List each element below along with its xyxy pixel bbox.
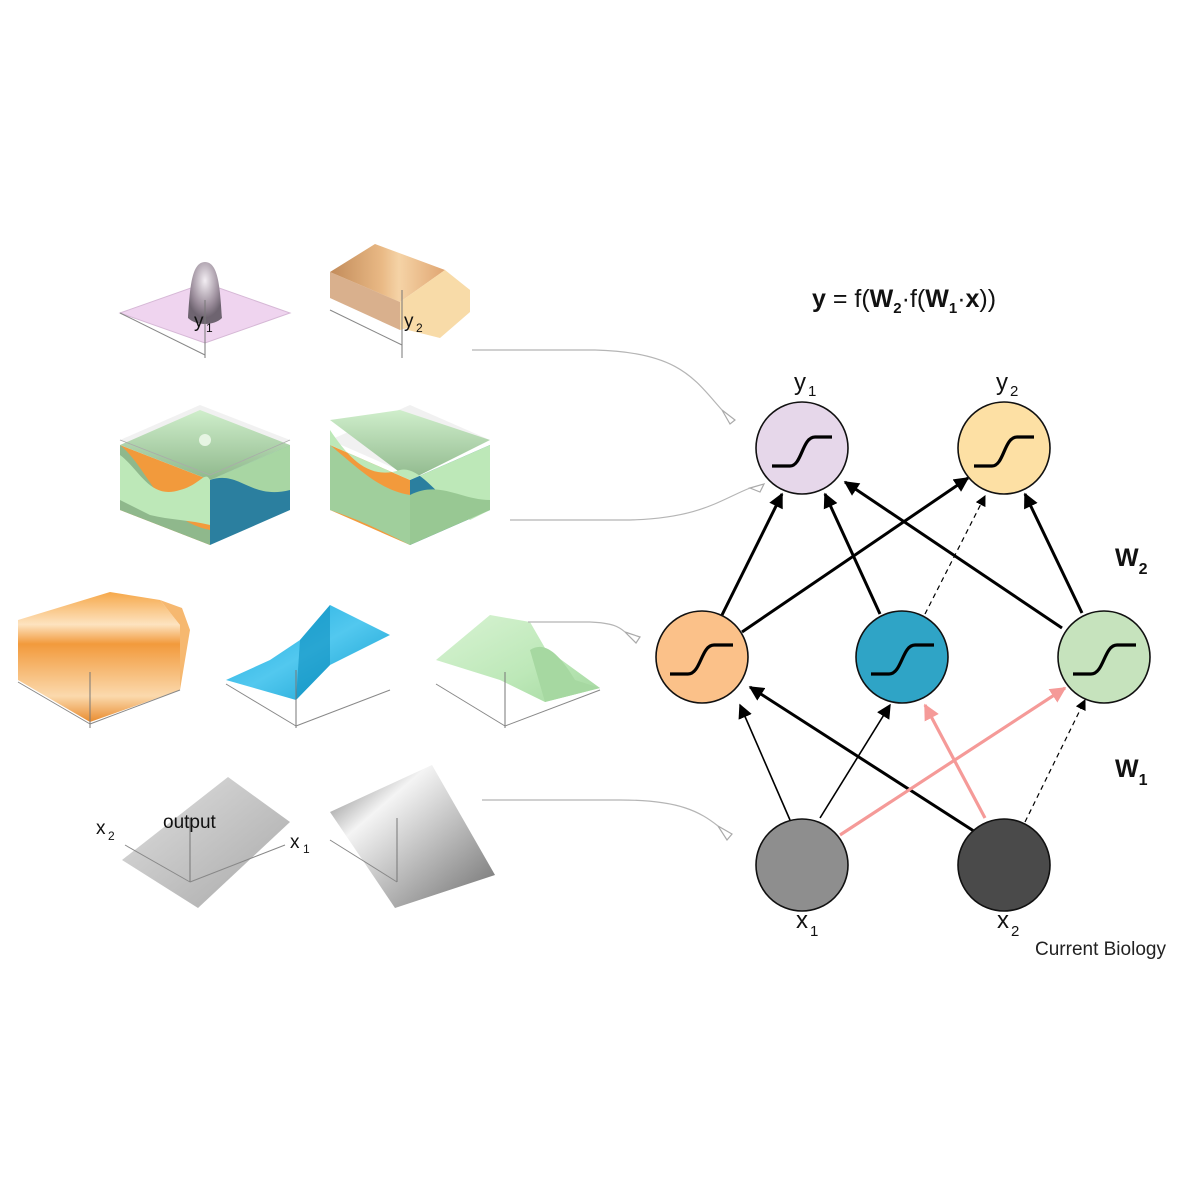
plot-y1-sub: 1 bbox=[206, 321, 213, 335]
plot-input-x2-sub: 2 bbox=[108, 829, 115, 843]
node-y1 bbox=[755, 401, 849, 495]
plot-y2-surface: y 2 bbox=[329, 244, 470, 358]
node-x2 bbox=[957, 818, 1051, 912]
edge-orange-y1 bbox=[720, 492, 784, 616]
plot-y1-label: y bbox=[194, 311, 204, 332]
node-hidden-blue bbox=[855, 610, 949, 704]
eq-equals: = f( bbox=[826, 285, 870, 313]
sigmoid-icon bbox=[772, 435, 832, 468]
plot-hidden-orange-surface bbox=[17, 592, 190, 728]
eq-w2: W bbox=[870, 285, 894, 313]
edge-x2-green bbox=[1024, 699, 1086, 823]
node-hidden-green bbox=[1057, 610, 1151, 704]
journal-credit: Current Biology bbox=[1035, 939, 1166, 960]
eq-mid: ·f( bbox=[902, 285, 926, 313]
eq-close: )) bbox=[979, 285, 996, 313]
plot-y1-surface: y 1 bbox=[118, 262, 292, 358]
plot-layer2-cube-2 bbox=[330, 405, 490, 545]
sigmoid-icon bbox=[670, 643, 733, 676]
edge-green-y1 bbox=[843, 480, 1063, 630]
plot-connectors bbox=[472, 349, 766, 842]
edge-green-y2 bbox=[1023, 492, 1084, 614]
sigmoid-icon bbox=[1073, 643, 1136, 676]
edge-blue-y1 bbox=[823, 492, 882, 615]
eq-w1: W bbox=[925, 285, 949, 313]
edge-x1-orange bbox=[738, 703, 791, 821]
edge-x2-orange bbox=[748, 685, 981, 837]
plot-input-x1-sub: 1 bbox=[303, 842, 310, 856]
eq-w1-sub: 1 bbox=[949, 300, 957, 317]
eq-w2-sub: 2 bbox=[893, 300, 901, 317]
node-x1 bbox=[755, 818, 849, 912]
node-y2 bbox=[957, 401, 1051, 495]
edge-x1-blue bbox=[819, 703, 891, 819]
node-hidden-orange bbox=[655, 610, 749, 704]
plot-y2-label: y bbox=[404, 311, 414, 332]
plot-input-output-label: output bbox=[163, 812, 217, 833]
plot-layer2-cube-1 bbox=[119, 405, 291, 545]
plot-hidden-blue-surface bbox=[225, 605, 391, 728]
edge-orange-y2 bbox=[741, 476, 970, 634]
sigmoid-icon bbox=[871, 643, 934, 676]
plot-input-x1-label: x bbox=[290, 832, 300, 853]
eq-x: x bbox=[966, 285, 980, 313]
edges-w2 bbox=[720, 476, 1084, 634]
sigmoid-icon bbox=[974, 435, 1034, 468]
edges-w1 bbox=[738, 685, 1086, 837]
eq-y: y bbox=[812, 285, 826, 313]
plot-input-x2-label: x bbox=[96, 818, 106, 839]
weight-w1-label: W1 bbox=[1115, 755, 1148, 789]
equation: y = f(W2·f(W1·x)) bbox=[812, 285, 996, 317]
weight-w2-label: W2 bbox=[1115, 544, 1148, 578]
plot-y2-sub: 2 bbox=[416, 321, 423, 335]
plot-input-x1-plane: x 2 output x 1 bbox=[96, 777, 310, 908]
edge-x2-blue bbox=[923, 703, 987, 819]
eq-dot: · bbox=[957, 285, 965, 313]
plot-hidden-green-surface bbox=[435, 615, 601, 728]
edge-x1-green bbox=[839, 686, 1067, 837]
plot-input-x2-plane bbox=[329, 765, 495, 908]
